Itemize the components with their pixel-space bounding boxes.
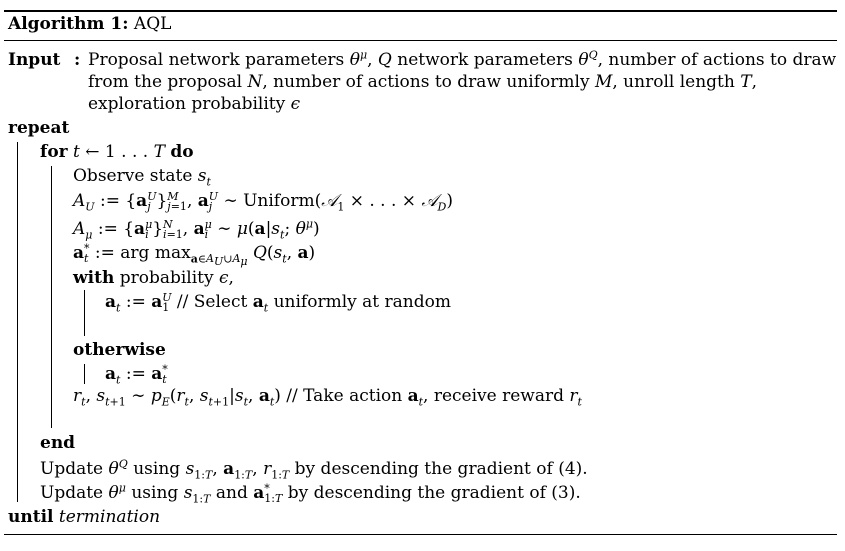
with-probability-line: with probability ϵ,	[73, 268, 234, 288]
otherwise-keyword: otherwise	[73, 340, 166, 360]
repeat-block-bar	[17, 142, 18, 502]
assign-line: at := a*t	[105, 362, 168, 387]
header-rule	[4, 40, 837, 41]
input-line-1: Proposal network parameters θμ, Q networ…	[88, 48, 837, 70]
observe-line: Observe state st	[73, 166, 211, 189]
input-line-3: exploration probability ϵ	[88, 94, 301, 114]
algorithm-label: Algorithm 1:	[8, 14, 129, 34]
algorithm-name: AQL	[133, 14, 172, 34]
input-colon: :	[74, 50, 80, 70]
update-mu-line: Update θμ using s1:T and a*1:T by descen…	[40, 481, 581, 506]
bottom-rule	[4, 534, 837, 535]
with-keyword: with	[73, 268, 115, 288]
input-label: Input	[8, 50, 61, 70]
astar-line: a*t := arg maxa∈AU∪Aμ Q(st, a)	[73, 241, 316, 269]
with-block-bar	[84, 290, 85, 336]
until-condition: termination	[58, 507, 161, 527]
for-block-bar	[51, 166, 52, 428]
otherwise-block-bar	[84, 364, 85, 384]
algorithm-title: Algorithm 1: AQL	[8, 14, 171, 34]
input-keyword: Input	[8, 50, 60, 70]
end-keyword: end	[40, 433, 76, 453]
top-rule	[4, 10, 837, 12]
repeat-keyword: repeat	[8, 118, 70, 138]
update-q-line: Update θQ using s1:T, a1:T, r1:T by desc…	[40, 457, 588, 482]
env-line: rt, st+1 ∼ pE(rt, st+1|st, at) // Take a…	[73, 386, 582, 409]
input-colon-text: :	[74, 50, 81, 70]
until-line: until termination	[8, 507, 160, 527]
until-keyword: until	[8, 507, 54, 527]
for-line: for t ← 1 . . . T do	[40, 142, 194, 162]
input-line-2: from the proposal N, number of actions t…	[88, 72, 757, 92]
